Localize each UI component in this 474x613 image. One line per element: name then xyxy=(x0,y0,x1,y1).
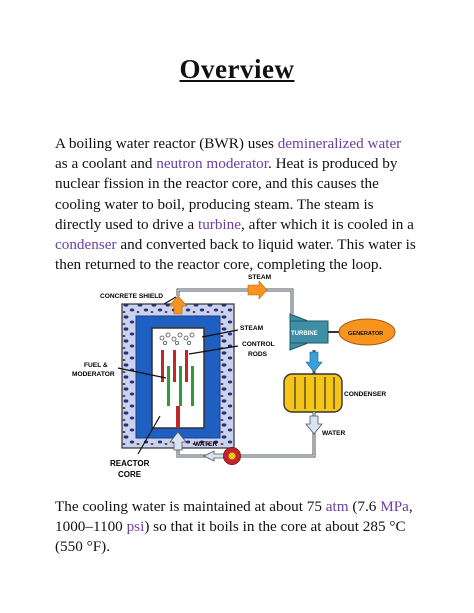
intro-text-1: A boiling water reactor (BWR) uses xyxy=(55,135,278,152)
pressure-text-1: The cooling water is maintained at about… xyxy=(55,498,326,515)
water-down-arrow xyxy=(305,415,323,435)
pressure-paragraph: The cooling water is maintained at about… xyxy=(55,497,417,558)
intro-text-3: . Heat is produced by nuclear fission in… xyxy=(55,155,398,233)
steam-bubbles xyxy=(159,332,195,346)
label-steam-top: STEAM xyxy=(248,274,272,281)
label-water-right: WATER xyxy=(322,430,346,437)
steam-arrow xyxy=(247,280,268,300)
link-turbine[interactable]: turbine xyxy=(197,215,241,233)
label-turbine: TURBINE xyxy=(291,331,318,337)
generator-shape xyxy=(338,318,396,346)
pressure-text-2: (7.6 xyxy=(348,498,381,515)
link-mpa[interactable]: MPa xyxy=(380,498,409,515)
control-rods xyxy=(161,350,188,382)
core-stem xyxy=(176,406,180,428)
link-atm[interactable]: atm xyxy=(325,498,349,515)
label-steam-inner: STEAM xyxy=(240,325,264,332)
bwr-diagram: STEAM CONCRETE SHIELD STEAM TURBINE GENE… xyxy=(72,274,396,479)
label-condenser: CONDENSER xyxy=(344,391,386,398)
label-reactor-core-1: REACTOR xyxy=(110,459,150,468)
exhaust-arrow xyxy=(305,351,323,373)
condenser-tubes xyxy=(294,377,335,409)
intro-text-2: as a coolant and xyxy=(55,155,157,173)
condenser-shape xyxy=(283,373,343,413)
label-reactor-core-2: CORE xyxy=(118,470,142,479)
label-generator: GENERATOR xyxy=(348,331,383,337)
label-fuel-1: FUEL & xyxy=(84,362,108,369)
label-fuel-2: MODERATOR xyxy=(72,371,115,378)
intro-text-4: , after which it is cooled in a xyxy=(241,215,414,233)
label-concrete-shield: CONCRETE SHIELD xyxy=(100,293,163,300)
pressure-text-4: ) so that it boils in the core at about … xyxy=(55,518,406,556)
pump-hub xyxy=(228,452,236,460)
intro-paragraph: A boiling water reactor (BWR) uses demin… xyxy=(55,134,417,275)
link-demineralized-water[interactable]: demineralized water xyxy=(277,135,402,152)
fuel-rods xyxy=(167,366,194,406)
link-psi[interactable]: psi xyxy=(126,518,145,536)
pointer-lines xyxy=(117,296,239,455)
link-condenser[interactable]: condenser xyxy=(55,236,117,254)
water-up-arrow xyxy=(169,431,187,451)
label-water-bottom: WATER xyxy=(194,441,218,448)
page-title: Overview xyxy=(179,54,295,84)
label-control-rods-1: CONTROL xyxy=(242,341,275,348)
label-control-rods-2: RODS xyxy=(248,351,268,358)
water-left-arrow xyxy=(203,450,225,462)
link-neutron-moderator[interactable]: neutron moderator xyxy=(156,155,268,173)
steam-up-arrow xyxy=(168,295,188,315)
steam-pipe-inner xyxy=(177,289,293,314)
pressure-text-3: , 1000–1100 xyxy=(55,498,413,536)
intro-text-5: and converted back to liquid water. This… xyxy=(55,236,416,274)
